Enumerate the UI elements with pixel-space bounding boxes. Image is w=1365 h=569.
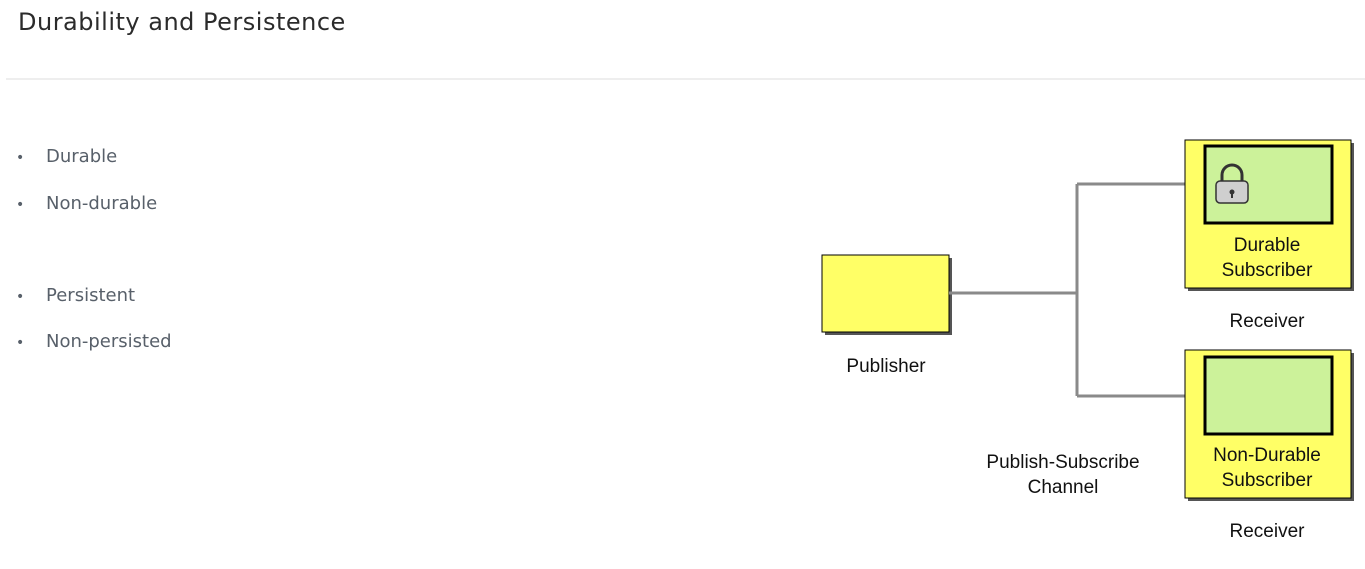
bullet-label: Persistent	[46, 285, 136, 306]
padlock-icon	[1215, 163, 1249, 204]
publisher-label: Publisher	[846, 356, 926, 377]
nondurable-subscriber-label-line2: Subscriber	[1222, 470, 1313, 491]
bullet-label: Durable	[46, 146, 118, 167]
durable-subscriber-label-line2: Subscriber	[1222, 260, 1313, 281]
bullet-non-persisted: •Non-persisted	[16, 331, 172, 352]
nondurable-subscriber-label-line1: Non-Durable	[1213, 445, 1321, 466]
bullet-label: Non-persisted	[46, 331, 172, 352]
channel-label-line2: Channel	[1028, 477, 1099, 498]
nondurable-receiver-label: Receiver	[1230, 521, 1306, 542]
durable-subscriber-label-line1: Durable	[1234, 235, 1301, 256]
bullet-non-durable: •Non-durable	[16, 193, 158, 214]
durable-receiver-label: Receiver	[1230, 311, 1306, 332]
bullet-durable: •Durable	[16, 146, 118, 167]
title-divider	[6, 78, 1365, 80]
page-title: Durability and Persistence	[18, 8, 346, 36]
bullet-label: Non-durable	[46, 193, 158, 214]
nondurable-subscriber-box	[1184, 349, 1354, 501]
channel-connector	[949, 180, 1204, 400]
channel-label-line1: Publish-Subscribe	[986, 452, 1139, 473]
bullet-persistent: •Persistent	[16, 285, 136, 306]
publisher-box	[821, 254, 952, 335]
